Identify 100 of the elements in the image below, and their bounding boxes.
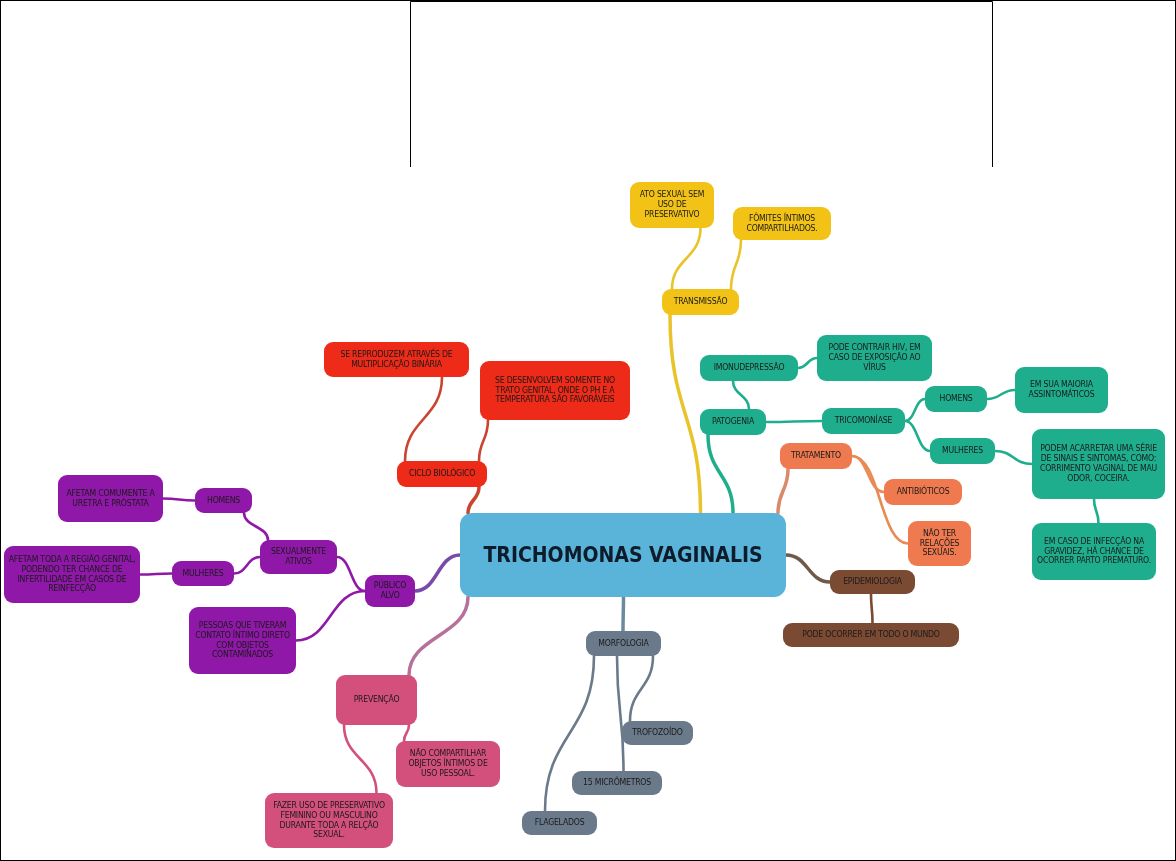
topic-box: [195, 488, 252, 513]
topic-box: [822, 408, 905, 434]
topic-box: [925, 386, 987, 412]
topic-box: [780, 443, 852, 469]
connector-line: [670, 226, 702, 291]
topic-box: [630, 182, 714, 228]
topic-box: [700, 355, 798, 381]
topic-text: PREVENÇÃO: [353, 695, 400, 705]
topic-box: [189, 607, 296, 674]
connector-line: [731, 379, 751, 411]
topic-text: SEXUALMENTE ATIVOS: [269, 547, 328, 567]
topic-text: PATOGENIA: [712, 417, 754, 427]
topic-text: EM SUA MAIORIA ASSINTOMÁTICOS: [1027, 380, 1096, 400]
connector-line: [413, 553, 462, 593]
topic-box: [817, 335, 932, 381]
topic-box: [662, 289, 739, 315]
topic-text: EM CASO DE INFECÇÃO NA GRAVIDEZ, HÁ CHANCE DE OCORRER PARTO PREMATURO.: [1036, 536, 1152, 567]
topic-text: TRANSMISSÃO: [673, 297, 728, 307]
connector-line: [403, 375, 444, 463]
topic-text: EPIDEMIOLOGIA: [843, 577, 902, 587]
connector-line: [764, 419, 824, 424]
connector-line: [903, 419, 932, 453]
connector-line: [543, 654, 596, 813]
topic-text: MORFOLOGIA: [598, 638, 649, 649]
topic-box: [930, 438, 995, 464]
topic-text: NÃO TER RELAÇÕES SEXUAIS.: [918, 528, 961, 559]
connector-line: [232, 555, 262, 575]
connector-line: [796, 356, 819, 370]
connector-line: [466, 485, 481, 515]
connector-line: [402, 723, 411, 743]
topic-text: TRICHOMONAS VAGINALIS: [483, 542, 763, 568]
topic-box: [260, 540, 337, 574]
topic-box: [265, 793, 393, 848]
connector-line: [407, 595, 470, 677]
topic-text: 15 MICRÔMETROS: [583, 778, 651, 788]
topic-box: [172, 561, 234, 586]
topic-text: AFETAM TODA A REGIÃO GENITAL, PODENDO TER CHANCE DE INFERTILIDADE EM CASOS DE REINFECÇÃO: [8, 554, 136, 595]
topic-text: FÔMITES ÍNTIMOS COMPARTILHADOS.: [745, 213, 819, 234]
topic-text: NÃO COMPARTILHAR OBJETOS ÍNTIMOS DE USO PESSOAL.: [407, 749, 489, 779]
topic-text: TROFOZOÍDO: [632, 728, 683, 738]
topic-text: FAZER USO DE PRESERVATIVO FEMININO OU MASCULINO DURANTE TODA A RELÇÃO SEXUAL.: [272, 800, 386, 841]
topic-box: [4, 546, 140, 603]
connector-line: [869, 592, 874, 625]
topic-box: [480, 361, 630, 420]
connector-line: [776, 467, 790, 515]
topic-text: ATO SEXUAL SEM USO DE PRESERVATIVO: [638, 190, 706, 220]
topic-text: TRATAMENTO: [791, 451, 841, 461]
topic-text: PESSOAS QUE TIVERAM CONTATO ÍNTIMO DIRETO COM OBJETOS CONTAMINADOS: [194, 620, 291, 661]
topic-text: SE DESENVOLVEM SOMENTE NO TRATO GENITAL, ONDE O PH E A TEMPERATURA SÃO FAVORÁVEIS: [494, 375, 616, 406]
topic-box: [783, 623, 959, 647]
topic-text: SE REPRODUZEM ATRAVÉS DE MULTIPLICAÇÃO BINÁRIA: [339, 349, 454, 370]
connector-line: [668, 313, 703, 515]
topic-box: [1015, 367, 1108, 413]
connector-line: [729, 238, 743, 291]
topic-text: MULHERES: [182, 568, 224, 579]
topic-text: HOMENS: [207, 495, 240, 506]
topic-box: [622, 721, 693, 745]
central-topic-box: [460, 513, 786, 597]
topic-text: AFETAM COMUMENTE A URETRA E PRÓSTATA: [65, 488, 156, 509]
topic-box: [733, 207, 831, 240]
connector-line: [242, 511, 270, 542]
connector-line: [477, 418, 490, 463]
topic-text: IMONUDEPRESSÃO: [713, 363, 785, 373]
topic-text: PODE OCORRER EM TODO O MUNDO: [802, 630, 940, 640]
topic-box: [396, 741, 500, 787]
connector-line: [335, 555, 367, 593]
connector-line: [706, 433, 735, 515]
topic-text: FLAGELADOS: [534, 818, 585, 828]
connector-line: [342, 723, 378, 795]
topic-text: PÚBLICO ALVO: [372, 581, 408, 601]
connector-line: [1092, 497, 1100, 525]
topic-box: [522, 811, 597, 835]
topic-text: MULHERES: [942, 446, 983, 456]
connector-line: [615, 654, 625, 773]
topic-text: CICLO BIOLÓGICO: [408, 469, 476, 479]
connector-line: [138, 572, 174, 576]
connector-line: [850, 454, 910, 545]
topic-box: [397, 461, 487, 487]
connector-line: [161, 497, 197, 502]
topic-box: [1032, 429, 1165, 499]
topic-box: [58, 475, 163, 522]
connector-line: [294, 589, 367, 642]
connector-line: [784, 553, 832, 584]
topic-box: [324, 342, 469, 377]
topic-box: [884, 479, 962, 505]
connector-line: [985, 388, 1017, 401]
topic-box: [572, 771, 662, 795]
topic-box: [336, 675, 417, 725]
connector-line: [628, 654, 655, 723]
topic-text: TRICOMONÍASE: [834, 416, 893, 426]
topic-text: PODEM ACARRETAR UMA SÉRIE DE SINAIS E SINTOMAS, COMO: CORRIMENTO VAGINAL DE MAU ODOR, COCEIRA.: [1039, 444, 1158, 484]
topic-box: [1032, 523, 1156, 580]
topic-text: PODE CONTRAIR HIV, EM CASO DE EXPOSIÇÃO AO VÍRUS: [827, 343, 922, 373]
topic-box: [908, 521, 971, 566]
topic-box: [586, 631, 661, 656]
connector-line: [903, 397, 927, 423]
topic-box: [700, 409, 766, 435]
topic-text: HOMENS: [939, 394, 973, 404]
topic-box: [365, 575, 415, 607]
topic-box: [830, 570, 915, 594]
